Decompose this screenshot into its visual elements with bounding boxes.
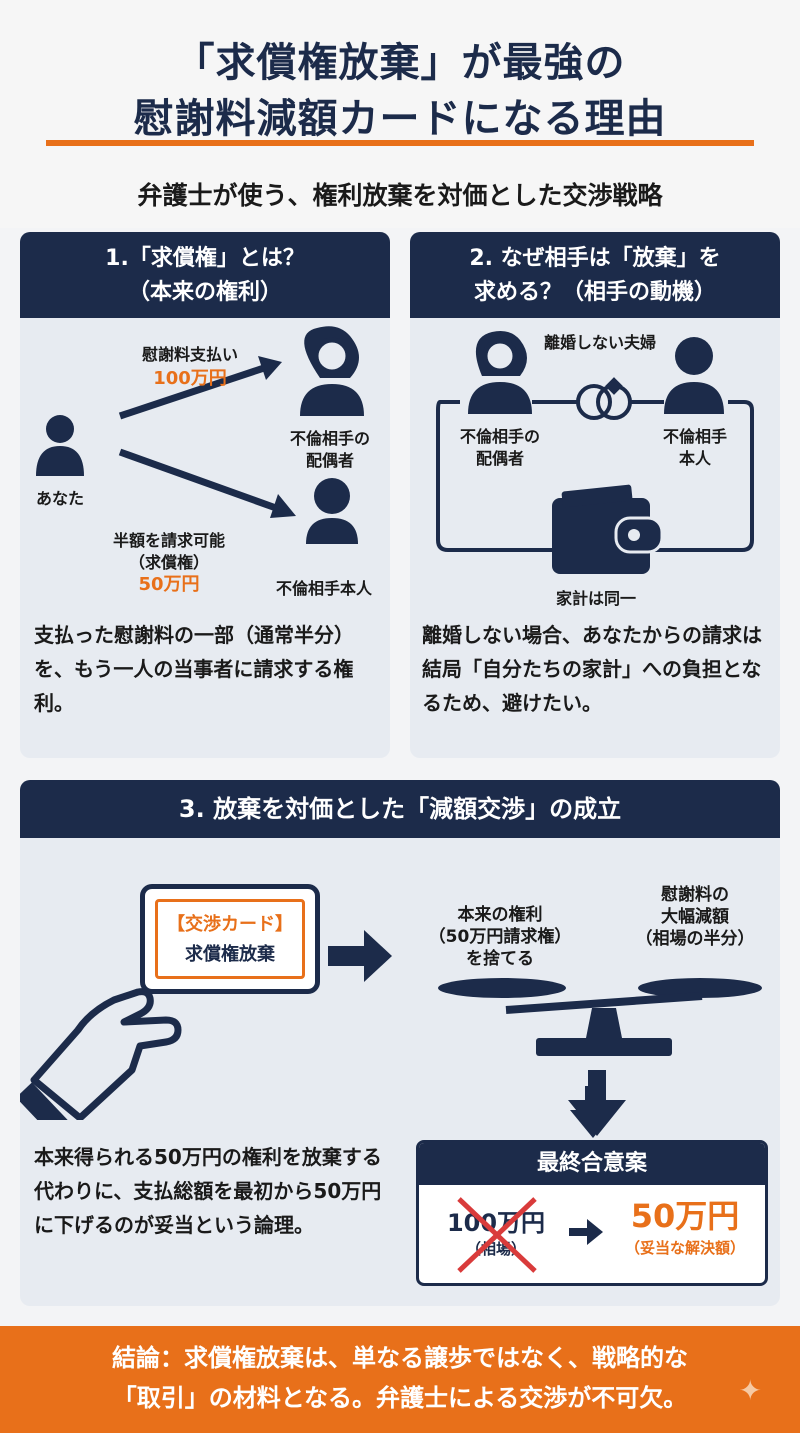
panel1-heading-line1: 1.「求償権」とは？ [105,246,305,271]
payment-amount: 100万円 [153,368,227,389]
claim-amount: 50万円 [138,574,200,595]
cross-icon [457,1197,537,1273]
claim-label: 半額を請求可能 （求償権） 50万円 [94,530,244,596]
new-note: （妥当な解決額） [624,1239,745,1257]
final-agreement-box: 最終合意案 100万円 （相場） 50万円 （妥当な解決額） [416,1140,768,1286]
panel2-description: 離婚しない場合、あなたからの請求は結局「自分たちの家計」への負担となるため、避け… [422,623,762,715]
p2-partner-label-line1: 不倫相手 [662,427,727,446]
claim-label-line2: （求償権） [128,553,209,572]
woman-icon [468,331,532,414]
right-pan-label: 慰謝料の 大幅減額 （相場の半分） [620,884,770,950]
payment-label: 慰謝料支払い [141,345,238,364]
p2-partner-label: 不倫相手 本人 [640,426,750,470]
p2-spouse-label-line1: 不倫相手の [459,427,540,446]
hand-icon [20,988,182,1120]
sparkle-icon: ✦ [738,1374,762,1407]
spouse-label-line1: 不倫相手の [289,429,370,448]
couple-label: 離婚しない夫婦 [543,333,656,352]
arrow-icon [328,930,392,982]
negotiation-card: 【交渉カード】 求償権放棄 [140,884,320,994]
right-pan-line3: （相場の半分） [635,929,755,949]
new-amount: 50万円 [630,1197,740,1235]
conclusion-banner: 結論：求償権放棄は、単なる譲歩ではなく、戦略的な 「取引」の材料となる。弁護士に… [0,1326,800,1433]
new-amount-block: 50万円 （妥当な解決額） [605,1195,765,1258]
title-underline [46,140,754,146]
person-icon [306,478,358,544]
panel-motive: 2. なぜ相手は「放棄」を 求める？（相手の動機） [410,232,780,758]
panel1-description: 支払った慰謝料の一部（通常半分）を、もう一人の当事者に請求する権利。 [34,623,354,715]
person-icon [664,337,724,414]
panel1-diagram [36,326,364,544]
arrow-icon [118,448,296,518]
left-pan-line1: 本来の権利 [457,905,543,925]
old-amount-block: 100万円 （相場） [431,1203,561,1259]
arrow-icon [570,1086,616,1138]
you-label: あなた [35,489,84,508]
spouse-label: 不倫相手の 配偶者 [270,428,390,472]
rings-icon [532,377,664,420]
person-icon [36,415,84,476]
p2-spouse-label-line2: 配偶者 [475,449,524,468]
wallet-label: 家計は同一 [555,589,636,608]
right-pan-line2: 大幅減額 [661,907,729,927]
page-title-line1: 「求償権放棄」が最強の [174,40,626,86]
scale-icon [438,978,762,1136]
panel3-heading: 3. 放棄を対価とした「減額交渉」の成立 [20,780,780,838]
page-title-line2: 慰謝料減額カードになる理由 [133,96,667,142]
negotiation-card-inner: 【交渉カード】 求償権放棄 [155,899,305,979]
claim-label-line1: 半額を請求可能 [112,531,225,550]
wallet-icon [552,484,664,574]
left-pan-label: 本来の権利 （50万円請求権） を捨てる [410,904,590,970]
panel2-heading-line1: 2. なぜ相手は「放棄」を [469,246,721,271]
arrow-icon [569,1219,603,1245]
panel1-heading: 1.「求償権」とは？ （本来の権利） [20,232,390,318]
conclusion-line2: 「取引」の材料となる。弁護士による交渉が不可欠。 [112,1384,688,1412]
panel1-heading-line2: （本来の権利） [127,280,282,305]
panel-recourse-right: 1.「求償権」とは？ （本来の権利） 慰謝料支払い 100万円 [20,232,390,758]
partner-label: 不倫相手本人 [275,579,372,598]
final-heading: 最終合意案 [419,1143,765,1185]
panel2-heading-line2: 求める？（相手の動機） [473,280,716,305]
card-title: 【交渉カード】 [167,914,293,935]
arrow-icon [118,356,282,420]
right-pan-line1: 慰謝料の [661,885,729,905]
panel-negotiation: 3. 放棄を対価とした「減額交渉」の成立 【交渉カード】 求償権放棄 本来の権利… [20,780,780,1306]
spouse-label-line2: 配偶者 [305,451,354,470]
panel3-description: 本来得られる50万円の権利を放棄する代わりに、支払総額を最初から50万円に下げる… [34,1145,382,1237]
p2-spouse-label: 不倫相手の 配偶者 [438,426,562,470]
conclusion-line1: 結論：求償権放棄は、単なる譲歩ではなく、戦略的な [112,1344,688,1372]
page-subtitle: 弁護士が使う、権利放棄を対価とした交渉戦略 [137,181,663,210]
card-text: 求償権放棄 [185,944,275,965]
woman-icon [300,326,364,416]
left-pan-line3: を捨てる [466,949,534,969]
panel2-heading: 2. なぜ相手は「放棄」を 求める？（相手の動機） [410,232,780,318]
p2-partner-label-line2: 本人 [678,449,711,468]
left-pan-line2: （50万円請求権） [428,927,572,947]
panel2-diagram [436,331,754,574]
title-area: 「求償権放棄」が最強の 慰謝料減額カードになる理由 弁護士が使う、権利放棄を対価… [0,0,800,228]
